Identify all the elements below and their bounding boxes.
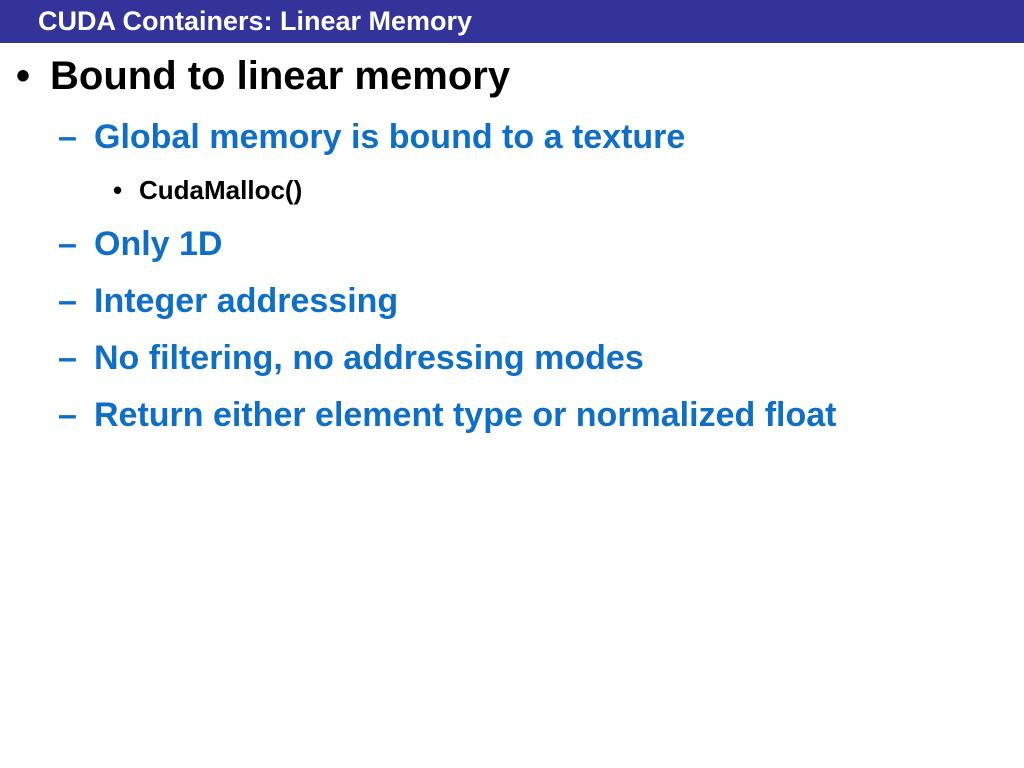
dash-marker: – (58, 339, 77, 377)
sub-sub-bullet-item: • CudaMalloc() (113, 174, 1013, 206)
dash-marker: – (58, 282, 77, 320)
dash-marker: – (58, 396, 77, 434)
sub-bullet-item: – Integer addressing (58, 281, 1018, 321)
sub-bullet-item: – Only 1D (58, 224, 1018, 264)
dash-marker: – (58, 225, 77, 263)
bullet-text: Bound to linear memory (50, 54, 511, 98)
sub-bullet-text: Only 1D (94, 225, 223, 263)
sub-bullet-text: Return either element type or normalized… (94, 396, 837, 434)
sub-bullet-item: – No filtering, no addressing modes (58, 338, 1018, 378)
sub-sub-bullet-text: CudaMalloc() (139, 175, 303, 205)
sub-bullet-item: – Global memory is bound to a texture (58, 117, 1018, 157)
sub-bullet-text: Integer addressing (94, 282, 399, 320)
sub-bullet-text: Global memory is bound to a texture (94, 118, 686, 156)
dash-marker: – (58, 118, 77, 156)
bullet-marker: • (16, 54, 31, 98)
bullet-item: • Bound to linear memory (16, 53, 1016, 99)
sub-bullet-text: No filtering, no addressing modes (94, 339, 644, 377)
sub-bullet-item: – Return either element type or normaliz… (58, 395, 1018, 435)
title-bar: CUDA Containers: Linear Memory (0, 0, 1024, 43)
slide-title: CUDA Containers: Linear Memory (38, 6, 473, 36)
bullet-marker: • (113, 175, 123, 205)
